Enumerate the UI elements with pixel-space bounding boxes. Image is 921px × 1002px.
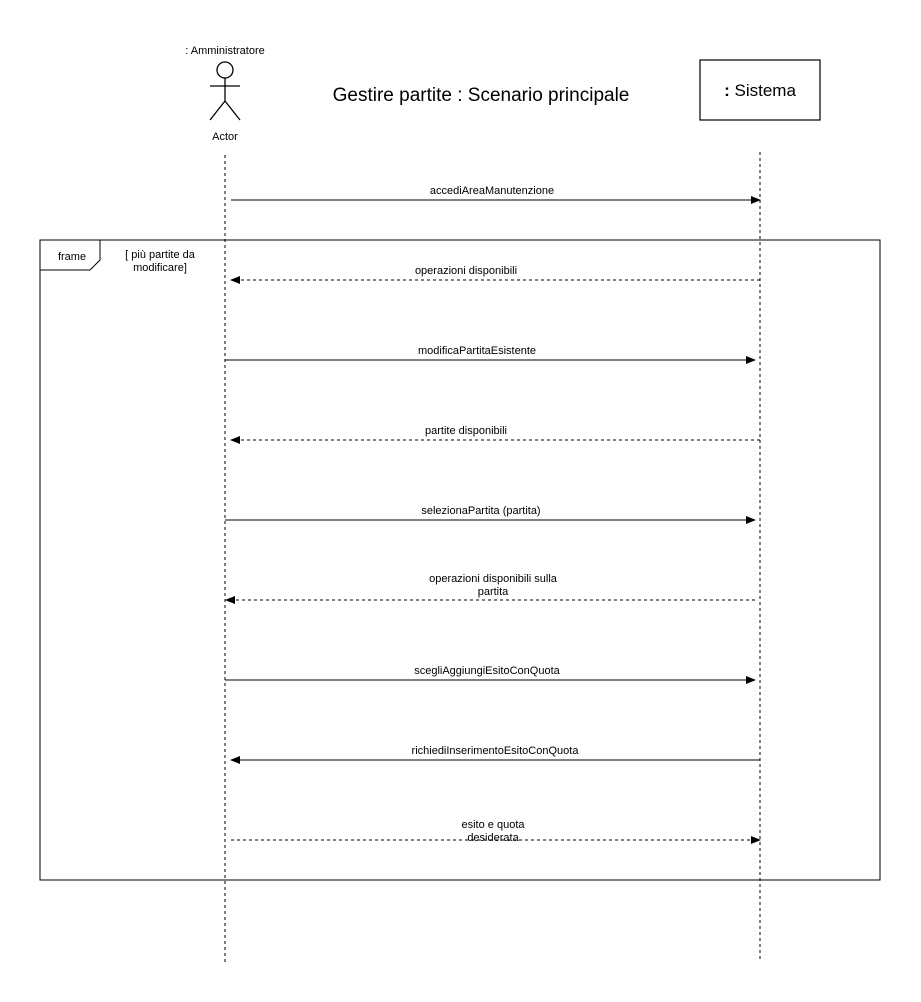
actor-role-label: : Amministratore [185, 45, 264, 57]
message-2[interactable]: operazioni disponibili [230, 265, 760, 284]
message-label: operazioni disponibili [415, 265, 517, 277]
message-label: modificaPartitaEsistente [418, 345, 536, 357]
frame-border [39, 239, 881, 881]
stick-figure-icon [209, 61, 241, 121]
frame-tag-border [40, 240, 101, 271]
message-label: selezionaPartita (partita) [421, 505, 540, 517]
message-8[interactable]: richiediInserimentoEsitoConQuota [230, 745, 760, 764]
frame-guard-line2: modificare] [133, 262, 187, 274]
message-5[interactable]: selezionaPartita (partita) [225, 505, 756, 524]
message-1[interactable]: accediAreaManutenzione [231, 185, 761, 204]
message-label-line2: desiderata [467, 832, 519, 844]
frame-tag-label: frame [58, 251, 86, 263]
message-label: richiediInserimentoEsitoConQuota [412, 745, 580, 757]
message-3[interactable]: modificaPartitaEsistente [225, 345, 756, 364]
actor-type-label: Actor [212, 131, 238, 143]
message-label: accediAreaManutenzione [430, 185, 554, 197]
system-name: Sistema [734, 81, 796, 100]
message-4[interactable]: partite disponibili [230, 425, 760, 444]
message-label: partite disponibili [425, 425, 507, 437]
message-label-line2: partita [478, 586, 509, 598]
message-7[interactable]: scegliAggiungiEsitoConQuota [225, 665, 756, 684]
system-box [699, 59, 821, 121]
diagram-title: Gestire partite : Scenario principale [333, 85, 630, 106]
system-lifeline-head[interactable]: : Sistema [699, 59, 821, 121]
actor[interactable]: : Amministratore Actor [185, 45, 264, 143]
system-colon: : [724, 81, 730, 100]
message-label: scegliAggiungiEsitoConQuota [414, 665, 560, 677]
message-label-line1: operazioni disponibili sulla [429, 573, 558, 585]
frame-guard-line1: [ più partite da [125, 249, 196, 261]
system-label: : Sistema [724, 81, 796, 100]
message-label-line1: esito e quota [462, 819, 526, 831]
